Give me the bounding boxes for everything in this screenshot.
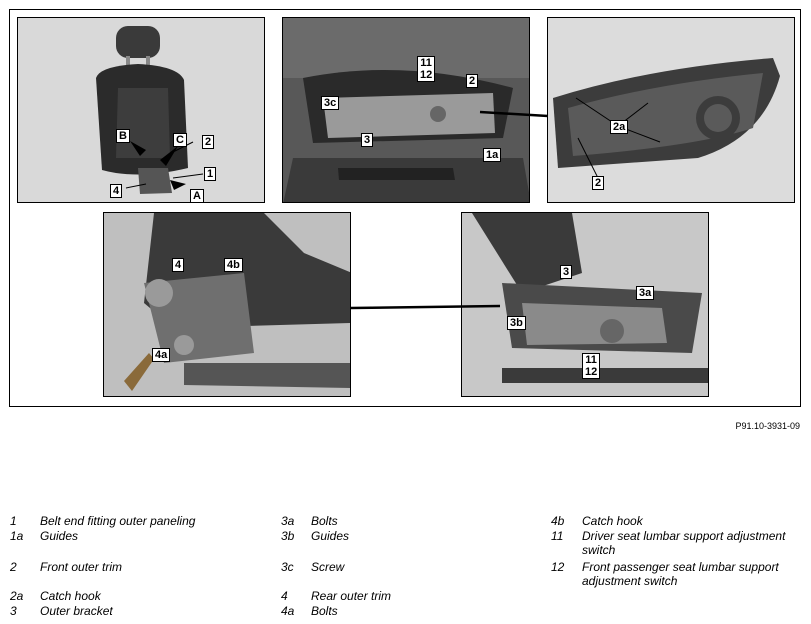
label-12: 12 [585,366,598,378]
label-11-12: 11 12 [582,353,601,379]
label-3b: 3b [507,316,526,330]
label-2: 2 [592,176,605,190]
label-3: 3 [361,133,374,147]
label-11: 11 [420,57,432,69]
legend-num: 3 [10,604,17,618]
label-4b: 4b [224,258,243,272]
photo-rear-trim: 4 4b 4a [103,212,351,397]
legend-num: 2 [10,560,17,574]
illustration-frame [9,9,801,407]
label-2: 2 [202,135,215,149]
callout-lines [575,97,661,183]
label-4: 4 [110,184,123,198]
label-11: 11 [585,354,597,366]
legend-text: Catch hook [582,514,643,528]
legend-text: Outer bracket [40,604,113,618]
label-B: B [116,129,130,143]
legend-num: 3c [281,560,294,574]
legend-text: Belt end fitting outer paneling [40,514,196,528]
legend-text: Catch hook [40,589,101,603]
legend-num: 2a [10,589,24,603]
photo-seat-installed: 11 12 2 3c 3 1a [282,17,530,203]
label-2: 2 [466,74,479,88]
label-3a: 3a [636,286,655,300]
label-3c: 3c [321,96,340,110]
legend-text: Bolts [311,514,338,528]
legend-text: Guides [311,529,350,543]
label-4a: 4a [152,348,171,362]
label-4: 4 [172,258,185,272]
photo-trim-inner: 2a 2 [547,17,795,203]
label-A: A [190,189,204,202]
rear-trim-drawing [104,213,350,396]
legend-text: Driver seat lumbar support adjustment sw… [582,529,786,557]
label-12: 12 [420,69,433,81]
label-C: C [173,133,187,147]
bracket-drawing [462,213,708,396]
legend-num: 4a [281,604,295,618]
legend-text: Front passenger seat lumbar support adju… [582,560,779,588]
trim-inner-drawing [548,18,794,202]
seat-overview-drawing [18,18,264,202]
reference-code: P91.10-3931-09 [735,421,800,431]
legend-num: 12 [551,560,565,574]
photo-seat-overview: B C 2 1 4 A [17,17,265,203]
seat-installed-drawing [283,18,529,202]
legend-num: 4b [551,514,565,528]
legend-text: Rear outer trim [311,589,392,603]
label-11-12: 11 12 [417,56,436,82]
legend-text: Screw [311,560,345,574]
photo-bracket: 3 3a 3b 11 12 [461,212,709,397]
label-3: 3 [560,265,573,279]
legend-num: 1 [10,514,17,528]
legend-text: Bolts [311,604,338,618]
label-1: 1 [204,167,217,181]
legend-num: 3a [281,514,295,528]
legend-text: Guides [40,529,79,543]
legend-num: 4 [281,589,288,603]
legend-num: 11 [551,529,564,543]
label-1a: 1a [483,148,502,162]
legend-num: 1a [10,529,24,543]
callout-arrows [125,141,204,190]
legend-text: Front outer trim [40,560,123,574]
label-2a: 2a [610,120,629,134]
legend-num: 3b [281,529,295,543]
